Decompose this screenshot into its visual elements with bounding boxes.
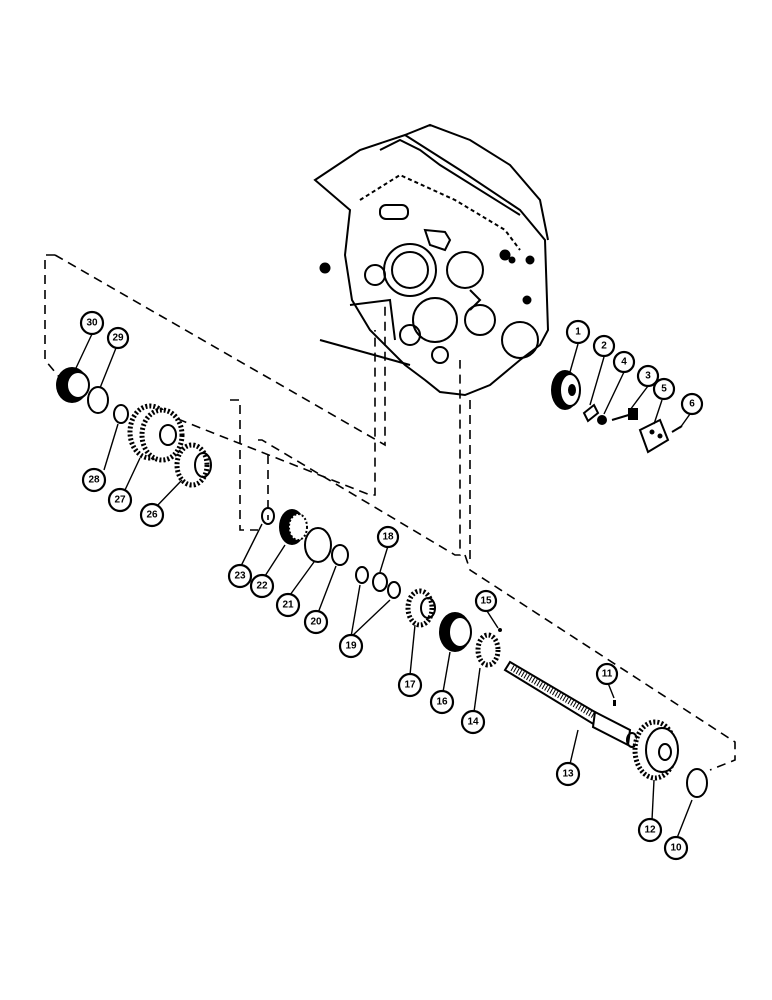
callout-22: 21 [275,592,301,618]
svg-text:12: 12 [644,825,656,836]
callout-14: 14 [460,709,486,735]
svg-text:29: 29 [112,333,124,344]
svg-text:17: 17 [404,680,416,691]
part-29-snap-ring [87,386,109,414]
part-1-bearing [551,370,581,410]
callout-4: 4 [612,350,636,374]
part-3-bolt [611,408,638,421]
callout-21: 22 [249,573,275,599]
callout-12: 12 [637,817,663,843]
svg-text:21: 21 [282,600,294,611]
svg-text:14: 14 [467,717,479,728]
svg-text:22: 22 [256,581,268,592]
svg-text:11: 11 [602,669,613,680]
part-10-washer [686,768,708,798]
svg-text:4: 4 [621,357,627,368]
callout-18: 18 [376,525,400,549]
part-4-washer [597,415,607,425]
callout-3: 3 [636,364,660,388]
svg-text:19: 19 [345,641,357,652]
svg-text:26: 26 [146,510,158,521]
callout-28: 28 [81,467,107,493]
callout-19: 19 [338,633,364,659]
callout-27: 27 [107,487,133,513]
callout-13: 13 [555,761,581,787]
callout-10: 10 [663,835,689,861]
transmission-housing [313,123,550,397]
part-11-pin [613,700,616,706]
callout-29: 29 [106,326,130,350]
callout-11: 11 [595,662,619,686]
callout-23: 23 [227,563,253,589]
callout-30: 30 [79,310,105,336]
callout-1: 1 [565,319,591,345]
callout-6: 6 [680,392,704,416]
callout-16: 16 [429,689,455,715]
callout-17: 17 [397,672,423,698]
part-5-retainer [638,418,670,454]
part-27-gear [127,403,185,463]
part-15-key [498,628,502,632]
svg-text:1: 1 [575,327,581,338]
part-26-gear [174,442,212,488]
callout-15: 15 [474,589,498,613]
part-17-gear [405,588,436,628]
callout-2: 2 [592,334,616,358]
leader-lines [75,333,693,839]
svg-text:2: 2 [601,341,607,352]
assembly-lines [44,254,736,771]
svg-text:27: 27 [114,495,126,506]
part-23-snap-ring [261,507,275,525]
part-28-bushing [113,404,129,424]
svg-text:6: 6 [689,399,695,410]
part-14-bearing-cone [475,632,501,668]
part-21-bearing [279,509,308,545]
callout-26: 26 [139,502,165,528]
svg-text:3: 3 [645,371,651,382]
callout-5: 5 [652,377,676,401]
part-16-bearing-cup [439,612,472,652]
svg-text:28: 28 [88,475,100,486]
svg-text:23: 23 [234,571,246,582]
part-19-washers [355,566,401,599]
part-20-bushing [331,544,349,566]
svg-text:30: 30 [86,318,98,329]
part-22-snap-ring [304,527,332,563]
part-18-thrust-washer [372,572,388,592]
part-30-bearing [56,367,90,403]
svg-text:15: 15 [480,596,492,607]
svg-text:16: 16 [436,697,448,708]
svg-text:5: 5 [661,384,667,395]
svg-text:10: 10 [670,843,682,854]
callout-20: 20 [303,609,329,635]
svg-text:20: 20 [310,617,322,628]
part-2-lock-plate [582,403,600,423]
svg-text:18: 18 [382,532,394,543]
svg-text:13: 13 [562,769,574,780]
part-12-gear [632,719,679,781]
